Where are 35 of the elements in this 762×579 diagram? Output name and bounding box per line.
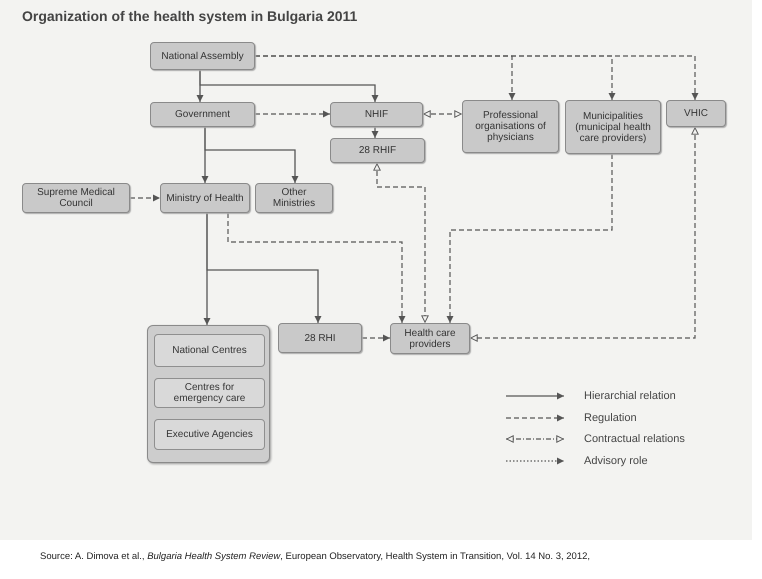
organization-box: Municipalities (municipal health care providers): [565, 100, 661, 154]
dashed-arrow: [446, 154, 613, 323]
legend-label: Hierarchial relation: [584, 389, 676, 404]
legend-label: Advisory role: [584, 454, 648, 468]
organization-box: Centres for emergency care: [154, 378, 265, 408]
dashed-arrow: [470, 127, 699, 342]
dashed-arrow: [255, 110, 330, 118]
dashed-arrow: [423, 110, 462, 118]
arrow: [204, 127, 298, 183]
diagram-title: Organization of the health system in Bulgaria 2011: [22, 7, 358, 26]
arrow: [199, 70, 378, 102]
arrow: [372, 127, 378, 138]
legend-label: Regulation: [584, 410, 637, 426]
legend-label: Contractual relations: [584, 432, 685, 447]
dashed-arrow: [373, 163, 429, 323]
organization-box: Other Ministries: [255, 183, 333, 213]
organization-box: Executive Agencies: [154, 419, 265, 450]
organization-box: NHIF: [330, 102, 423, 127]
organization-box: Government: [150, 102, 255, 127]
organization-box: National Centres: [154, 334, 265, 367]
dashed-arrow: [255, 55, 698, 100]
organization-box: Professional organisations of physicians: [462, 100, 559, 153]
group-box: [147, 325, 270, 463]
organization-box: VHIC: [666, 100, 726, 127]
dashed-arrow: [130, 194, 160, 202]
organization-box: National Assembly: [150, 42, 255, 70]
organization-box: Ministry of Health: [160, 183, 250, 213]
organization-box: Health care providers: [390, 323, 470, 354]
source-caption: Source: A. Dimova et al., Bulgaria Health System Review, European Observatory, Health System in Transition, Vol. 14 No. 3, 2012,: [40, 550, 590, 564]
dashed-arrow: [227, 213, 406, 323]
organization-box: 28 RHIF: [330, 138, 425, 163]
organization-box: 28 RHI: [278, 323, 362, 353]
dashed-arrow: [362, 334, 390, 342]
arrow: [206, 213, 322, 323]
organization-box: Supreme Medical Council: [22, 183, 130, 213]
